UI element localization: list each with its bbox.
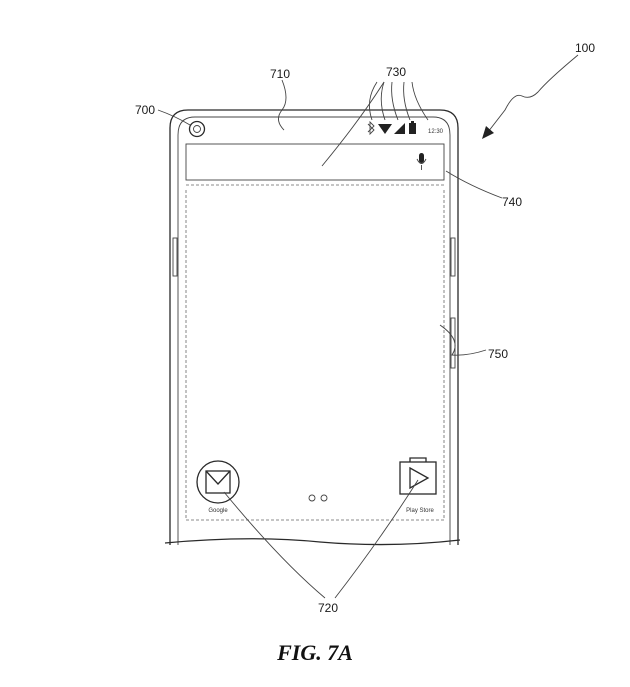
label-camera: 700 [135, 103, 155, 117]
signal-icon [394, 123, 405, 134]
label-search-bar: 740 [502, 195, 522, 209]
microphone-icon[interactable] [416, 153, 427, 170]
home-screen [185, 184, 445, 521]
right-side-button-bottom [450, 317, 456, 369]
app-icon-google[interactable]: Google [196, 460, 240, 514]
app-icon-play-store[interactable]: Play Store [399, 457, 437, 514]
label-status-icons: 730 [386, 65, 406, 79]
label-home-screen: 750 [488, 347, 508, 361]
status-icons: 12:30 [367, 120, 444, 136]
bluetooth-icon [367, 120, 375, 136]
figure-caption: FIG. 7A [276, 640, 353, 665]
search-bar[interactable] [185, 143, 445, 181]
left-side-button [172, 237, 178, 277]
status-time: 12:30 [428, 129, 444, 135]
mail-icon [205, 470, 231, 494]
right-side-button-top [450, 237, 456, 277]
front-camera [188, 120, 206, 138]
label-device: 100 [575, 41, 595, 55]
page-indicator [308, 494, 328, 502]
label-status-bar: 710 [270, 67, 290, 81]
app-label-google: Google [208, 508, 228, 514]
leader-lines [157, 54, 579, 599]
label-app-icons: 720 [318, 601, 338, 615]
phone-body [164, 109, 461, 546]
play-store-icon [399, 457, 437, 495]
wifi-icon [378, 124, 392, 134]
battery-icon [409, 123, 416, 134]
app-label-play-store: Play Store [406, 508, 434, 514]
